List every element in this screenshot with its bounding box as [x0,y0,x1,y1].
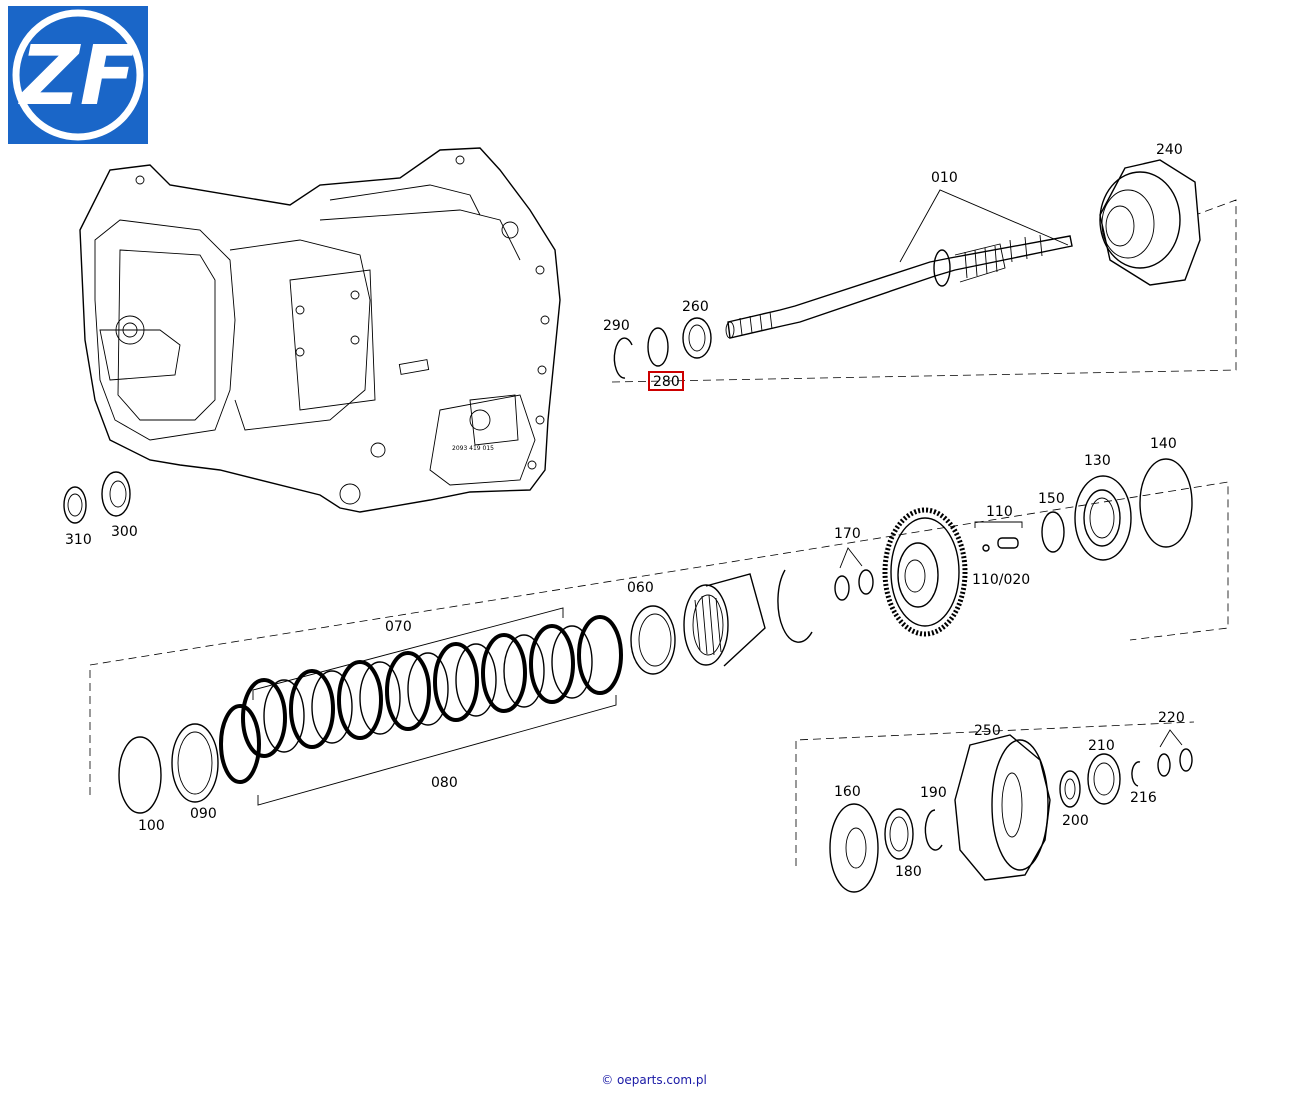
part-140 [1139,458,1193,548]
lower-axis-line [795,721,1195,866]
snap-ring [777,569,813,643]
label-280: 280 [653,374,680,390]
part-240-cover [1099,159,1201,286]
housing-part-number: 2093 419 015 [452,445,494,452]
part-150 [1041,511,1065,553]
part-200 [1059,770,1081,808]
part-300 [101,471,131,517]
bearing-cage [683,573,766,667]
part-310 [63,486,87,524]
label-250: 250 [974,723,1001,739]
label-010: 010 [931,170,958,186]
part-010-shaft [725,234,1073,339]
label-216: 216 [1130,790,1157,806]
part-170 [834,547,874,601]
label-060: 060 [627,580,654,596]
label-200: 200 [1062,813,1089,829]
part-130 [1074,475,1132,561]
credit-footer: © oeparts.com.pl [601,1073,707,1087]
label-080: 080 [431,775,458,791]
label-130: 130 [1084,453,1111,469]
label-170: 170 [834,526,861,542]
part-090 [171,723,219,803]
middle-axis-line [89,481,1229,795]
part-210 [1087,753,1121,805]
label-070: 070 [385,619,412,635]
label-220: 220 [1158,710,1185,726]
part-180 [884,808,914,860]
part-220 [1157,729,1193,777]
part-250 [954,734,1051,881]
housing-logo-icon [469,409,491,431]
label-180: 180 [895,864,922,880]
clutch-plate-pack [219,615,623,784]
part-280 [647,327,669,367]
part-260 [682,317,712,359]
label-260: 260 [682,299,709,315]
highlight-box-280 [648,371,684,391]
part-160 [829,803,879,893]
part-216 [1131,761,1141,787]
part-290 [613,337,633,379]
label-290: 290 [603,318,630,334]
label-110: 110 [986,504,1013,520]
upper-axis-line [611,199,1237,383]
bracket-080 [257,695,617,806]
label-160: 160 [834,784,861,800]
transmission-housing: 2093 419 015 [79,147,561,513]
label-210: 210 [1088,738,1115,754]
zf-logo: ZF [8,6,148,144]
gear [882,507,968,637]
part-100 [118,736,162,814]
part-110 [974,521,1023,552]
part-190 [924,809,943,851]
label-100: 100 [138,818,165,834]
bracket-070 [252,607,564,700]
label-150: 150 [1038,491,1065,507]
label-140: 140 [1150,436,1177,452]
label-300: 300 [111,524,138,540]
label-110-020: 110/020 [972,572,1030,588]
zf-logo-text: ZF [17,29,135,124]
label-190: 190 [920,785,947,801]
label-310: 310 [65,532,92,548]
part-060 [630,605,676,675]
label-090: 090 [190,806,217,822]
leader-010 [899,189,1069,263]
label-240: 240 [1156,142,1183,158]
